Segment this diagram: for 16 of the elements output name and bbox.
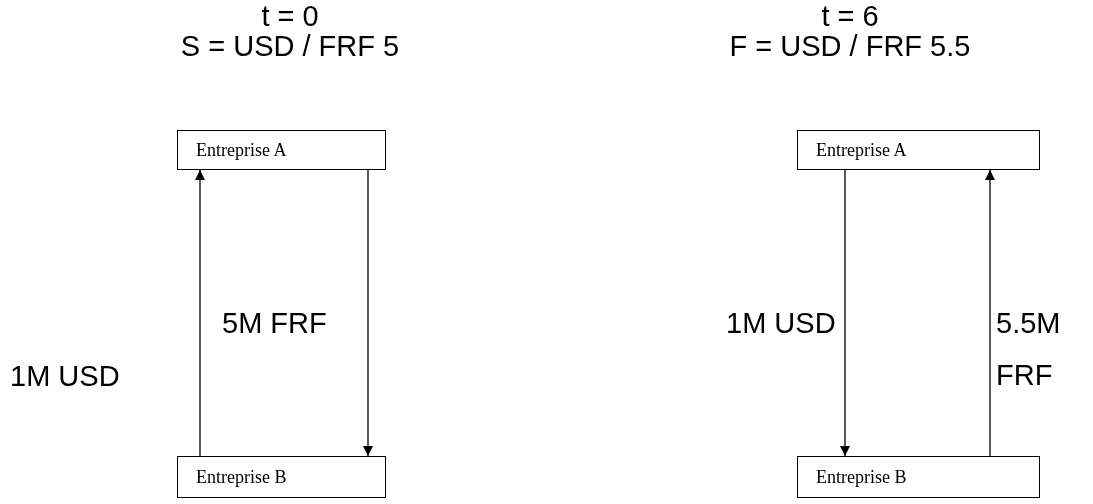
arrow [363,169,373,457]
edge-label: 5M FRF [222,306,328,341]
heading-text: t = 0 [260,0,320,33]
entity-box: Entreprise B [797,456,1040,498]
edge-label: 1M USD [10,359,121,394]
entity-box: Entreprise B [177,456,386,498]
heading-text: F = USD / FRF 5.5 [728,30,972,63]
arrow [195,169,205,457]
edge-label: 5.5M FRF [996,306,1062,394]
heading-text: S = USD / FRF 5 [179,30,401,63]
entity-box: Entreprise A [797,130,1040,170]
edge-label: 1M USD [726,306,837,341]
arrow [840,169,850,457]
heading-text: t = 6 [820,0,880,33]
entity-box: Entreprise A [177,130,386,170]
arrow [985,169,995,457]
